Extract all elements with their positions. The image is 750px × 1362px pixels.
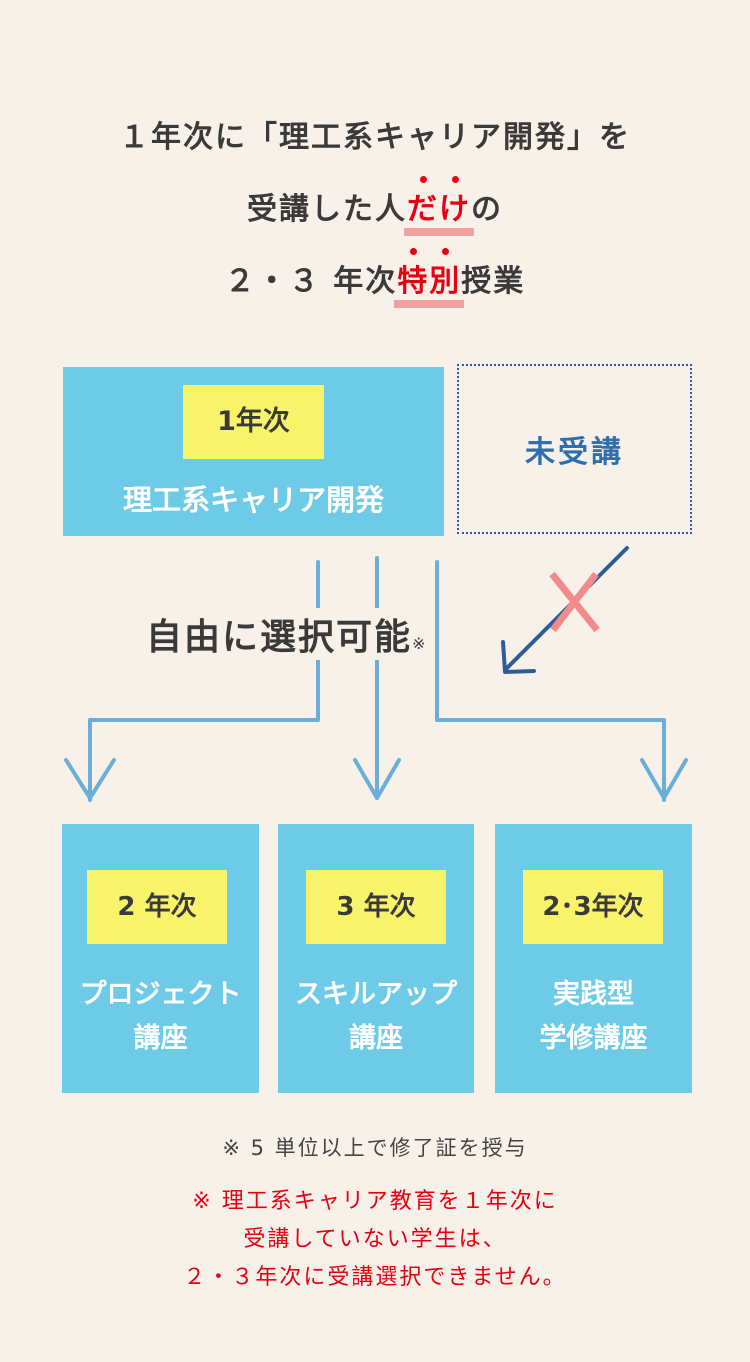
course-title-line1: プロジェクト [79, 979, 242, 1010]
headline-line2-post: の [471, 192, 503, 227]
course-title-line1: 実践型 [553, 979, 634, 1010]
course-box-practical: 2･3年次 実践型 学修講座 [495, 824, 692, 1093]
blocked-arrowhead [501, 640, 536, 674]
free-choice-label: 自由に選択可能※ [142, 608, 430, 660]
course-box-skillup: 3 年次 スキルアップ 講座 [278, 824, 474, 1093]
course-box-project: 2 年次 プロジェクト 講座 [62, 824, 259, 1093]
not-taken-box: 未受講 [457, 364, 692, 534]
emphasis-char: 特 [397, 248, 429, 300]
certificate-note: ※ 5 単位以上で修了証を授与 [222, 1136, 528, 1160]
restriction-note: ※ 理工系キャリア教育を１年次に 受講していない学生は、 ２・３年次に受講選択で… [0, 1183, 750, 1297]
course-title-line1: スキルアップ [295, 979, 457, 1010]
cross-icon [550, 571, 599, 633]
year-tag: 2･3年次 [523, 870, 663, 944]
connector-right [435, 560, 666, 802]
first-year-course-box: 1年次 理工系キャリア開発 [63, 367, 444, 536]
restriction-note-line1: ※ 理工系キャリア教育を１年次に [192, 1189, 558, 1214]
first-year-course-title: 理工系キャリア開発 [122, 483, 384, 517]
course-title-line2: 学修講座 [539, 1023, 648, 1054]
headline-line2-pre: 受講した人 [247, 192, 407, 227]
year-tag: 1年次 [183, 385, 324, 459]
arrowhead-center [353, 758, 401, 800]
headline-line1: １年次に「理工系キャリア開発」を [119, 120, 631, 155]
note-mark: ※ [412, 634, 426, 653]
headline-line3-pre: ２・３ 年次 [224, 264, 398, 299]
course-title-line2: 講座 [349, 1023, 403, 1054]
headline-line2: 受講した人だけの [0, 176, 750, 236]
restriction-note-line2: 受講していない学生は、 [243, 1227, 507, 1252]
arrowhead-right [640, 758, 688, 800]
headline-accent-dake: だけ [404, 176, 474, 236]
headline-accent-tokubetsu: 特別 [394, 248, 465, 308]
headline-line3-post: 授業 [461, 264, 526, 299]
restriction-note-line3: ２・３年次に受講選択できません。 [183, 1265, 567, 1290]
arrowhead-left [64, 758, 116, 800]
free-choice-text: 自由に選択可能 [146, 617, 413, 658]
emphasis-char: だ [407, 176, 439, 228]
connector-left [88, 560, 320, 802]
year-tag: 3 年次 [306, 870, 446, 944]
not-taken-label: 未受講 [525, 435, 624, 470]
headline-line3: ２・３ 年次特別授業 [0, 248, 750, 308]
year-tag: 2 年次 [87, 870, 227, 944]
emphasis-char: け [439, 176, 471, 228]
emphasis-char: 別 [429, 248, 461, 300]
course-title-line2: 講座 [133, 1023, 188, 1054]
